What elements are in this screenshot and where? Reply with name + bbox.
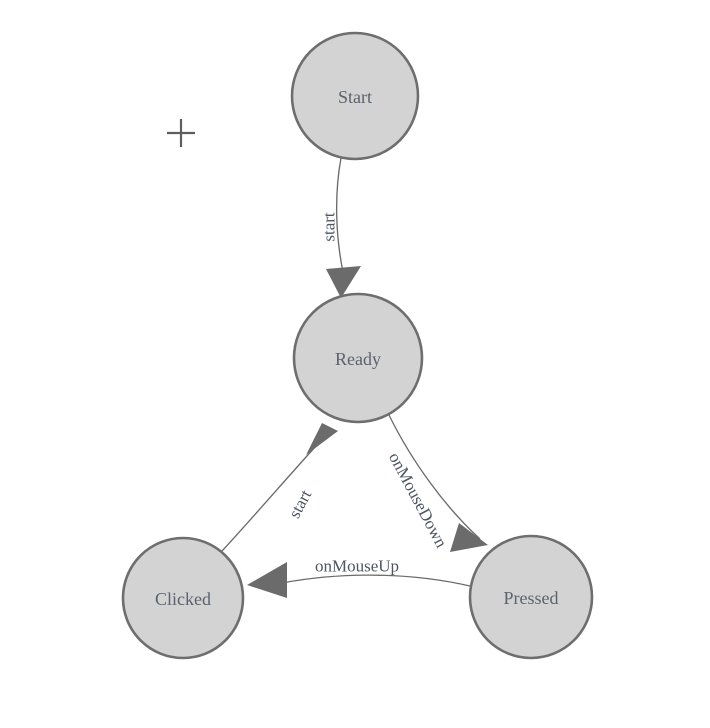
node-circle-pressed[interactable] [468,534,594,660]
arrowhead-into-clicked-from-pressed [247,562,287,598]
arrowhead-into-ready-from-clicked [306,423,338,455]
edge-line-pressed-to-clicked [281,574,471,587]
edge-line-start-to-ready [335,157,344,273]
edge-label-start-to-ready: start [320,212,339,242]
edge-line-clicked-to-ready [221,444,318,552]
edge-clicked-to-ready[interactable]: start [221,423,338,552]
edge-line-ready-to-pressed [388,414,481,540]
node-circle-clicked[interactable] [121,536,245,660]
edge-label-pressed-to-clicked: onMouseUp [315,557,399,576]
node-circle-start[interactable] [290,31,420,161]
edge-start-to-ready[interactable]: start [320,157,362,298]
edge-pressed-to-clicked[interactable]: onMouseUp [247,557,471,599]
node-circle-ready[interactable] [292,292,424,424]
node-pressed[interactable]: Pressed [468,534,594,660]
crosshair-icon [167,119,195,147]
node-clicked[interactable]: Clicked [121,536,245,660]
edge-ready-to-pressed[interactable]: onMouseDown [385,414,488,552]
arrowhead-into-ready-from-start [326,266,361,298]
edge-label-clicked-to-ready: start [285,486,316,521]
arrowhead-into-pressed-from-ready [450,523,488,552]
node-ready[interactable]: Ready [292,292,424,424]
node-start[interactable]: Start [290,31,420,161]
